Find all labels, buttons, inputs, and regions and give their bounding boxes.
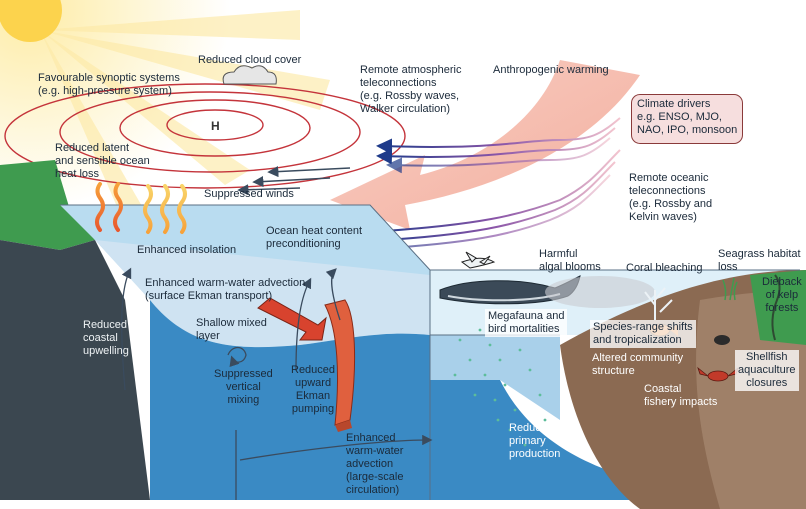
coastal-vegetation	[750, 270, 806, 345]
label-harmful-algal-blooms: Harmful algal blooms	[539, 248, 601, 273]
label-reduced-heat-loss: Reduced latent and sensible ocean heat l…	[55, 142, 150, 180]
ekman-pumping-panel	[324, 299, 356, 432]
reduced-heat-loss-squiggles	[95, 182, 123, 232]
label-shallow-mixed-layer: Shallow mixed layer	[196, 317, 267, 342]
label-reduced-coastal-upwelling: Reduced coastal upwelling	[83, 319, 129, 357]
kelp-icon	[771, 274, 781, 341]
bleached-coral-icon	[644, 287, 673, 320]
coastal-land-side	[0, 240, 150, 500]
label-ocean-heat-content: Ocean heat content preconditioning	[266, 225, 363, 250]
algal-bloom-haze	[545, 276, 655, 308]
label-favourable-synoptic: Favourable synoptic systems (e.g. high-p…	[38, 72, 180, 97]
label-reduced-ekman-pumping: Reduced upward Ekman pumping	[291, 364, 336, 415]
label-remote-oceanic: Remote oceanic teleconnections (e.g. Ros…	[629, 172, 713, 223]
circulation-arrows	[121, 267, 433, 500]
label-anthropogenic-warming: Anthropogenic warming	[493, 64, 609, 76]
label-enhanced-insolation: Enhanced insolation	[137, 244, 237, 256]
deep-water-layer	[150, 300, 430, 500]
label-coastal-fishery: Coastal fishery impacts	[644, 383, 718, 408]
plankton-particles	[453, 328, 547, 447]
label-reduced-primary-production: Reduced primary production	[509, 422, 561, 460]
high-pressure-label: H	[211, 119, 220, 133]
label-reduced-cloud-cover: Reduced cloud cover	[198, 54, 302, 66]
label-warm-water-advection-surface: Enhanced warm-water advection (surface E…	[145, 277, 306, 302]
oceanic-teleconnection-waves	[366, 149, 621, 257]
atmospheric-teleconnection-waves	[376, 117, 621, 174]
surface-ekman-transport-arrow	[257, 297, 327, 341]
cloud-icon	[222, 65, 277, 85]
label-megafauna-mortalities: Megafauna and bird mortalities	[485, 309, 568, 337]
sun-icon	[0, 0, 62, 42]
anthropogenic-warming-arrow	[330, 60, 640, 230]
label-dieback-kelp: Dieback of kelp forests	[762, 276, 802, 314]
label-seagrass-loss: Seagrass habitat loss	[718, 248, 801, 273]
shelf-water	[430, 335, 560, 420]
label-remote-atmospheric: Remote atmospheric teleconnections (e.g.…	[360, 64, 462, 115]
label-altered-community: Altered community structure	[592, 352, 684, 377]
coastal-land-top	[0, 160, 95, 250]
enhanced-insolation-squiggles	[143, 184, 187, 234]
seabird-icon	[460, 251, 496, 269]
label-suppressed-vertical-mixing: Suppressed vertical mixing	[214, 368, 273, 406]
shellfish-icon	[714, 335, 730, 345]
label-shellfish-closures: Shellfish aquaculture closures	[735, 350, 799, 391]
deep-water-right	[430, 380, 640, 500]
label-warm-water-advection-large: Enhanced warm-water advection (large-sca…	[346, 432, 404, 496]
label-coral-bleaching: Coral bleaching	[626, 262, 703, 274]
crayfish-icon	[697, 366, 739, 382]
label-suppressed-winds: Suppressed winds	[204, 188, 294, 200]
seagrass-icon	[722, 277, 738, 301]
climate-drivers-box: Climate drivers e.g. ENSO, MJO, NAO, IPO…	[631, 94, 743, 144]
label-species-range-shifts: Species-range shifts and tropicalization	[590, 320, 696, 348]
suppressed-winds-arrows	[237, 165, 351, 196]
high-pressure-rings	[4, 83, 406, 189]
sun-rays	[40, 10, 330, 225]
